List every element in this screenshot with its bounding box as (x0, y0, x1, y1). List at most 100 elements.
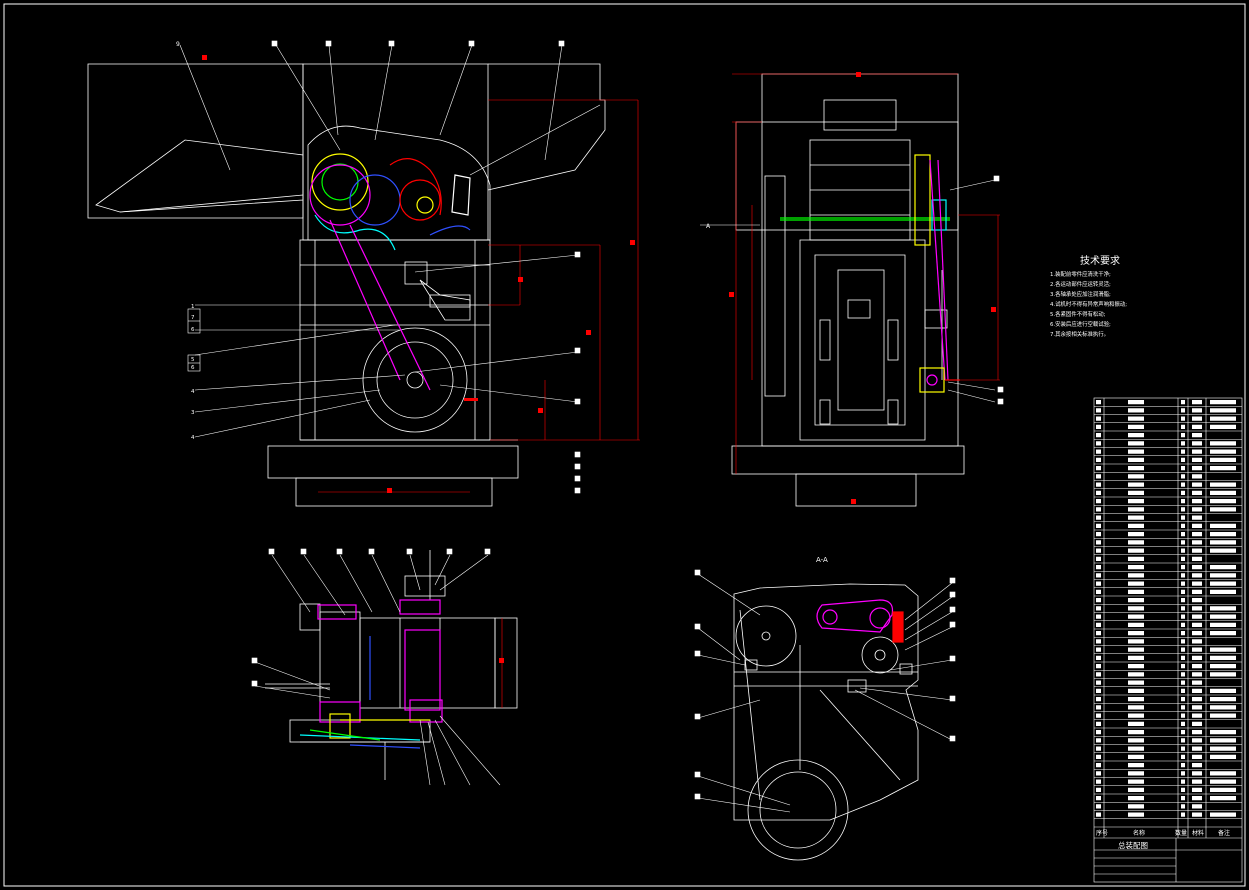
parts-list-cell-mark (1210, 449, 1236, 454)
parts-list-cell-mark (1128, 515, 1144, 520)
parts-list-cell-mark (1181, 721, 1185, 726)
parts-list-cell-mark (1210, 796, 1236, 801)
parts-list-cell-mark (1181, 457, 1185, 462)
parts-list-cell-mark (1192, 523, 1202, 528)
parts-list-cell-mark (1192, 474, 1202, 479)
parts-list-cell-mark (1096, 400, 1101, 405)
parts-list-cell-mark (1192, 664, 1202, 669)
parts-list-cell-mark (1192, 746, 1202, 751)
parts-list-cell-mark (1181, 697, 1185, 702)
parts-list-cell-mark (1096, 424, 1101, 429)
parts-list-cell-mark (1181, 664, 1185, 669)
parts-list-cell-mark (1210, 746, 1236, 751)
parts-list-cell-mark (1128, 754, 1144, 759)
parts-list-cell-mark (1181, 688, 1185, 693)
parts-list-cell-mark (1096, 754, 1101, 759)
parts-list-cell-mark (1128, 655, 1144, 660)
parts-list-cell-mark (1096, 738, 1101, 743)
side-view-section-marker: A (706, 223, 711, 230)
parts-list-cell-mark (1096, 779, 1101, 784)
parts-list-cell-mark (1096, 499, 1101, 504)
parts-list-cell-mark (1181, 812, 1185, 817)
section-view-label: A-A (816, 556, 828, 564)
parts-list-cell-mark (1096, 466, 1101, 471)
parts-list-cell-mark (1192, 490, 1202, 495)
parts-list-cell-mark (1128, 540, 1144, 545)
parts-list-cell-mark (1181, 474, 1185, 479)
parts-list-cell-mark (1210, 532, 1236, 537)
parts-list-cell-mark (1096, 680, 1101, 685)
parts-list-cell-mark (1096, 812, 1101, 817)
parts-list-cell-mark (1181, 804, 1185, 809)
parts-list-cell-mark (1181, 713, 1185, 718)
parts-list-cell-mark (1181, 441, 1185, 446)
technical-requirement-4: 4.试机时不得有异常声响和振动; (1050, 300, 1127, 308)
parts-list-cell-mark (1128, 441, 1144, 446)
parts-list-cell-mark (1192, 812, 1202, 817)
parts-list-cell-mark (1096, 697, 1101, 702)
parts-list-cell-mark (1192, 416, 1202, 421)
parts-list-cell-mark (1181, 680, 1185, 685)
parts-list-cell-mark (1096, 556, 1101, 561)
parts-list-cell-mark (1181, 424, 1185, 429)
parts-list-cell-mark (1128, 457, 1144, 462)
parts-list (1093, 397, 1243, 883)
parts-list-cell-mark (1210, 664, 1236, 669)
parts-list-header-qty: 数量 (1175, 829, 1187, 837)
parts-list-cell-mark (1192, 606, 1202, 611)
parts-list-cell-mark (1128, 688, 1144, 693)
parts-list-cell-mark (1192, 763, 1202, 768)
parts-list-cell-mark (1096, 639, 1101, 644)
parts-list-cell-mark (1128, 573, 1144, 578)
parts-list-cell-mark (1192, 721, 1202, 726)
parts-list-cell-mark (1210, 622, 1236, 627)
parts-list-cell-mark (1128, 548, 1144, 553)
parts-list-cell-mark (1192, 408, 1202, 413)
parts-list-cell-mark (1210, 540, 1236, 545)
parts-list-cell-mark (1192, 556, 1202, 561)
parts-list-cell-mark (1128, 507, 1144, 512)
front-view (87, 63, 606, 507)
parts-list-cell-mark (1181, 565, 1185, 570)
parts-list-cell-mark (1192, 796, 1202, 801)
side-view-dimensions (729, 72, 1000, 504)
side-view (731, 73, 965, 507)
parts-list-cell-mark (1128, 556, 1144, 561)
parts-list-cell-mark (1181, 482, 1185, 487)
parts-list-cell-mark (1128, 466, 1144, 471)
parts-list-cell-mark (1128, 523, 1144, 528)
parts-list-cell-mark (1128, 763, 1144, 768)
parts-list-cell-mark (1210, 507, 1236, 512)
parts-list-cell-mark (1192, 507, 1202, 512)
parts-list-cell-mark (1210, 697, 1236, 702)
parts-list-cell-mark (1181, 655, 1185, 660)
plan-view-leaders (251, 548, 501, 786)
side-view-colored-parts (780, 154, 960, 393)
parts-list-cell-mark (1128, 639, 1144, 644)
parts-list-cell-mark (1192, 804, 1202, 809)
parts-list-cell-mark (1192, 424, 1202, 429)
parts-list-cell-mark (1210, 581, 1236, 586)
parts-list-cell-mark (1096, 796, 1101, 801)
parts-list-cell-mark (1128, 499, 1144, 504)
parts-list-cell-mark (1210, 779, 1236, 784)
parts-list-cell-mark (1096, 565, 1101, 570)
parts-list-cell-mark (1181, 589, 1185, 594)
parts-list-cell-mark (1128, 779, 1144, 784)
parts-list-cell-mark (1181, 548, 1185, 553)
parts-list-cell-mark (1192, 713, 1202, 718)
parts-list-cell-mark (1210, 738, 1236, 743)
parts-list-cell-mark (1192, 705, 1202, 710)
side-view-leaders (700, 175, 1004, 405)
parts-list-cell-mark (1192, 779, 1202, 784)
parts-list-cell-mark (1192, 581, 1202, 586)
technical-requirement-1: 1.装配前零件应清洗干净; (1050, 270, 1111, 278)
parts-list-cell-mark (1210, 400, 1236, 405)
parts-list-cell-mark (1128, 606, 1144, 611)
parts-list-cell-mark (1210, 499, 1236, 504)
technical-requirements: 技术要求 1.装配前零件应清洗干净; 2.各运动部件应运转灵活; 3.各轴承处应… (1050, 254, 1127, 338)
parts-list-cell-mark (1096, 416, 1101, 421)
parts-list-cell-mark (1210, 812, 1236, 817)
section-view-leaders (694, 569, 956, 813)
parts-list-cell-mark (1192, 680, 1202, 685)
